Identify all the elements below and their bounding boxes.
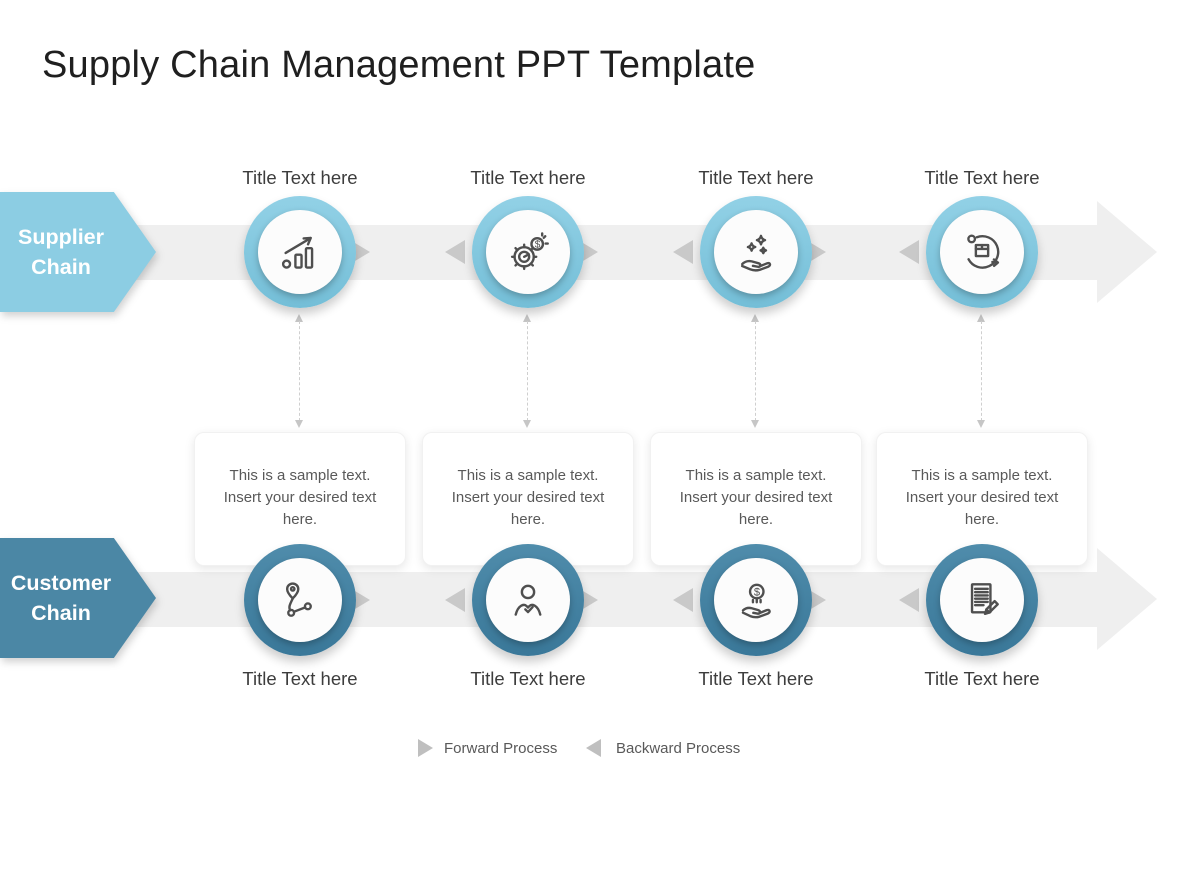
supplier-node-title: Title Text here [242, 167, 358, 188]
backward-process-label: Backward Process [616, 740, 741, 757]
svg-text:$: $ [754, 586, 760, 598]
supplier-node-1 [244, 196, 356, 308]
sample-text: This is a sample text. Insert your desir… [451, 467, 605, 528]
arrow-up-icon [295, 314, 303, 322]
package-return-icon [967, 234, 1000, 269]
customer-chain-label: Customer Chain [0, 538, 156, 658]
supplier-node-title: Title Text here [470, 167, 586, 188]
forward-process-icon [418, 739, 433, 757]
backward-arrow-icon [899, 240, 919, 264]
backward-arrow-icon [445, 588, 465, 612]
sample-text-card: This is a sample text. Insert your desir… [194, 432, 406, 566]
customer-node-1 [244, 544, 356, 656]
customer-node-title: Title Text here [924, 668, 1040, 689]
sample-text: This is a sample text. Insert your desir… [679, 467, 833, 528]
arrow-down-icon [523, 420, 531, 428]
dotted-connector [977, 314, 986, 428]
supplier-band-arrowhead-icon [1097, 201, 1157, 303]
customer-node-4 [926, 544, 1038, 656]
hand-coin-icon: $ [741, 583, 771, 619]
arrow-up-icon [977, 314, 985, 322]
customer-node-title: Title Text here [470, 668, 586, 689]
sample-text-card: This is a sample text. Insert your desir… [650, 432, 862, 566]
person-check-icon [514, 584, 542, 616]
forward-process-label: Forward Process [444, 740, 558, 757]
customer-chain-label-line1: Customer [10, 570, 112, 595]
arrow-down-icon [751, 420, 759, 428]
page-title: Supply Chain Management PPT Template [42, 44, 756, 86]
arrow-up-icon [751, 314, 759, 322]
arrow-down-icon [295, 420, 303, 428]
supplier-node-3 [700, 196, 812, 308]
growth-chart-icon [281, 236, 314, 269]
svg-text:$: $ [535, 239, 541, 250]
supplier-node-2: $ [472, 196, 584, 308]
gear-dollar-icon: $ [510, 232, 549, 271]
hand-sparkles-icon [741, 234, 772, 272]
backward-arrow-icon [673, 240, 693, 264]
route-pin-icon [285, 582, 312, 617]
customer-node-3: $ [700, 544, 812, 656]
sample-text: This is a sample text. Insert your desir… [905, 467, 1059, 528]
dotted-connector [523, 314, 532, 428]
supplier-node-title: Title Text here [698, 167, 814, 188]
sample-text-card: This is a sample text. Insert your desir… [876, 432, 1088, 566]
backward-arrow-icon [445, 240, 465, 264]
backward-process-icon [586, 739, 601, 757]
customer-chain-label-line2: Chain [31, 601, 91, 625]
arrow-up-icon [523, 314, 531, 322]
customer-band-arrowhead-icon [1097, 548, 1157, 650]
customer-node-title: Title Text here [242, 668, 358, 689]
arrow-down-icon [977, 420, 985, 428]
dotted-connector [295, 314, 304, 428]
dotted-connector [751, 314, 760, 428]
supplier-chain-label: Supplier Chain [0, 192, 156, 312]
document-edit-icon [970, 583, 999, 615]
customer-node-2 [472, 544, 584, 656]
backward-arrow-icon [899, 588, 919, 612]
supplier-node-4 [926, 196, 1038, 308]
supplier-chain-label-line2: Chain [31, 255, 91, 279]
sample-text: This is a sample text. Insert your desir… [223, 467, 377, 528]
backward-arrow-icon [673, 588, 693, 612]
supplier-chain-label-line1: Supplier [17, 224, 104, 249]
supplier-node-title: Title Text here [924, 167, 1040, 188]
customer-node-title: Title Text here [698, 668, 814, 689]
